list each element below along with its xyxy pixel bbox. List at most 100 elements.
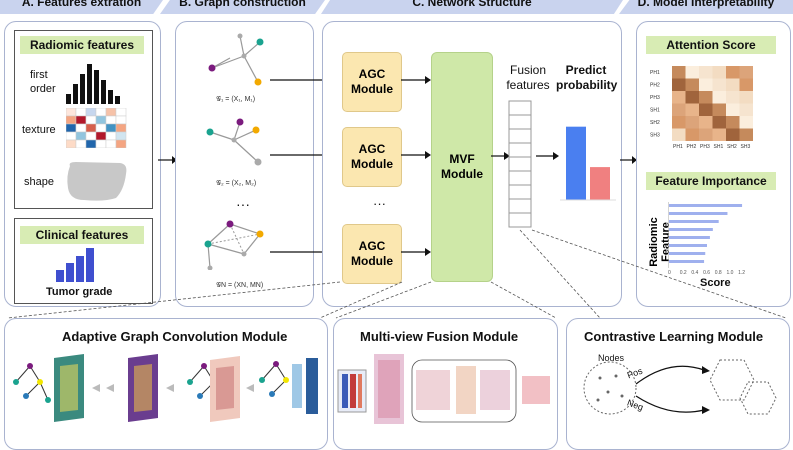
mvf-module: MVF Module	[431, 52, 493, 282]
tab-features-extraction: A. Features extration	[0, 0, 163, 14]
shape-blob-icon	[67, 162, 127, 201]
cl-illustration	[583, 359, 777, 415]
graph-1-formula: 𝒢₁ = (X₁, M₁)	[216, 96, 256, 103]
attention-cell	[712, 78, 726, 91]
attention-cell	[726, 128, 740, 141]
predict-probability-label: Predict probability	[556, 63, 618, 92]
attention-cell	[739, 128, 753, 141]
attention-cell	[699, 103, 713, 116]
importance-bar	[669, 236, 710, 239]
importance-tick-label: 0.8	[715, 270, 722, 276]
tab-model-interpretability: D. Model Interpretability	[619, 0, 793, 14]
attention-cell	[699, 91, 713, 104]
attention-cell	[739, 103, 753, 116]
tumor-grade-bars-icon	[56, 248, 94, 282]
attention-row-label: PH2	[650, 83, 660, 89]
attention-cell	[712, 91, 726, 104]
arrow-c-to-d	[620, 156, 637, 164]
graph-2-formula: 𝒢₂ = (X₂, M₂)	[216, 180, 257, 187]
attention-row-label: PH3	[650, 95, 660, 101]
agc-ellipsis: ···	[373, 196, 386, 211]
attention-score-title: Attention Score	[646, 36, 776, 54]
clinical-features-title: Clinical features	[20, 226, 144, 244]
attention-cell	[726, 66, 740, 79]
attention-cell	[726, 103, 740, 116]
attention-cell	[699, 116, 713, 129]
importance-bar	[669, 212, 728, 215]
attention-cell	[712, 116, 726, 129]
attention-cell	[712, 66, 726, 79]
attention-cell	[726, 78, 740, 91]
cl-module-title: Contrastive Learning Module	[584, 329, 764, 344]
importance-tick-label: 0	[668, 270, 671, 276]
attention-row-label: SH2	[650, 120, 660, 126]
agc-pipeline-illustration	[13, 354, 318, 422]
attention-row-label: SH1	[650, 108, 660, 114]
tab-a-label: A. Features extration	[21, 0, 142, 9]
importance-tick-label: 1.0	[726, 270, 733, 276]
arrow-fusion-to-predict	[536, 152, 559, 160]
importance-tick-label: 0.4	[691, 270, 698, 276]
importance-tick-label: 0.6	[703, 270, 710, 276]
radiomic-features-title: Radiomic features	[20, 36, 144, 54]
tab-graph-construction: B. Graph construction	[160, 0, 325, 14]
attention-col-label: SH2	[727, 144, 737, 150]
graph-n-icon	[204, 220, 264, 270]
importance-xlabel: Score	[700, 277, 731, 289]
attention-cell	[739, 91, 753, 104]
attention-cell	[712, 103, 726, 116]
importance-bar	[669, 228, 713, 231]
arrows-agc-to-mvf	[401, 76, 431, 256]
attention-cell	[685, 66, 699, 79]
tab-c-label: C. Network Structure	[412, 0, 532, 9]
attention-cell	[726, 91, 740, 104]
attention-cell	[685, 128, 699, 141]
attention-cell	[685, 103, 699, 116]
graph-1-icon	[208, 33, 264, 86]
attention-cell	[712, 128, 726, 141]
agc-module-2: AGC Module	[342, 127, 402, 187]
tab-b-label: B. Graph construction	[179, 0, 306, 9]
nodes-label: Nodes	[598, 353, 625, 363]
importance-bar	[669, 220, 719, 223]
agc-module-title: Adaptive Graph Convolution Module	[62, 329, 288, 344]
mvf-module-title: Multi-view Fusion Module	[360, 329, 519, 344]
graph-ellipsis: ···	[236, 196, 250, 212]
attention-cell	[672, 128, 686, 141]
attention-cell	[685, 91, 699, 104]
panel-graph-construction	[175, 21, 314, 307]
importance-tick-label: 1.2	[738, 270, 745, 276]
attention-col-label: SH1	[714, 144, 724, 150]
feature-importance-title: Feature Importance	[646, 172, 776, 190]
predict-bar-1	[566, 126, 586, 200]
tumor-grade-label: Tumor grade	[46, 286, 113, 298]
attention-col-label: PH2	[687, 144, 697, 150]
agc-module-n: AGC Module	[342, 224, 402, 284]
importance-bar	[669, 244, 707, 247]
importance-bar	[669, 204, 743, 207]
importance-bar	[669, 252, 706, 255]
attention-cell	[672, 91, 686, 104]
attention-cell	[739, 66, 753, 79]
attention-cell	[672, 78, 686, 91]
attention-col-label: SH3	[741, 144, 751, 150]
attention-cell	[726, 116, 740, 129]
first-order-histogram-icon	[66, 64, 120, 104]
dashed-connectors	[7, 229, 787, 319]
agc-module-1: AGC Module	[342, 52, 402, 112]
importance-bar	[669, 260, 705, 263]
clinical-box	[14, 218, 153, 304]
attention-row-label: PH1	[650, 70, 660, 76]
texture-matrix-icon	[66, 108, 127, 148]
attention-cell	[672, 116, 686, 129]
tab-d-label: D. Model Interpretability	[637, 0, 775, 9]
attention-cell	[739, 78, 753, 91]
attention-cell	[685, 78, 699, 91]
attention-row-label: SH3	[650, 133, 660, 139]
attention-cell	[685, 116, 699, 129]
attention-cell	[699, 128, 713, 141]
attention-cell	[699, 66, 713, 79]
predict-bar-2	[590, 167, 610, 200]
